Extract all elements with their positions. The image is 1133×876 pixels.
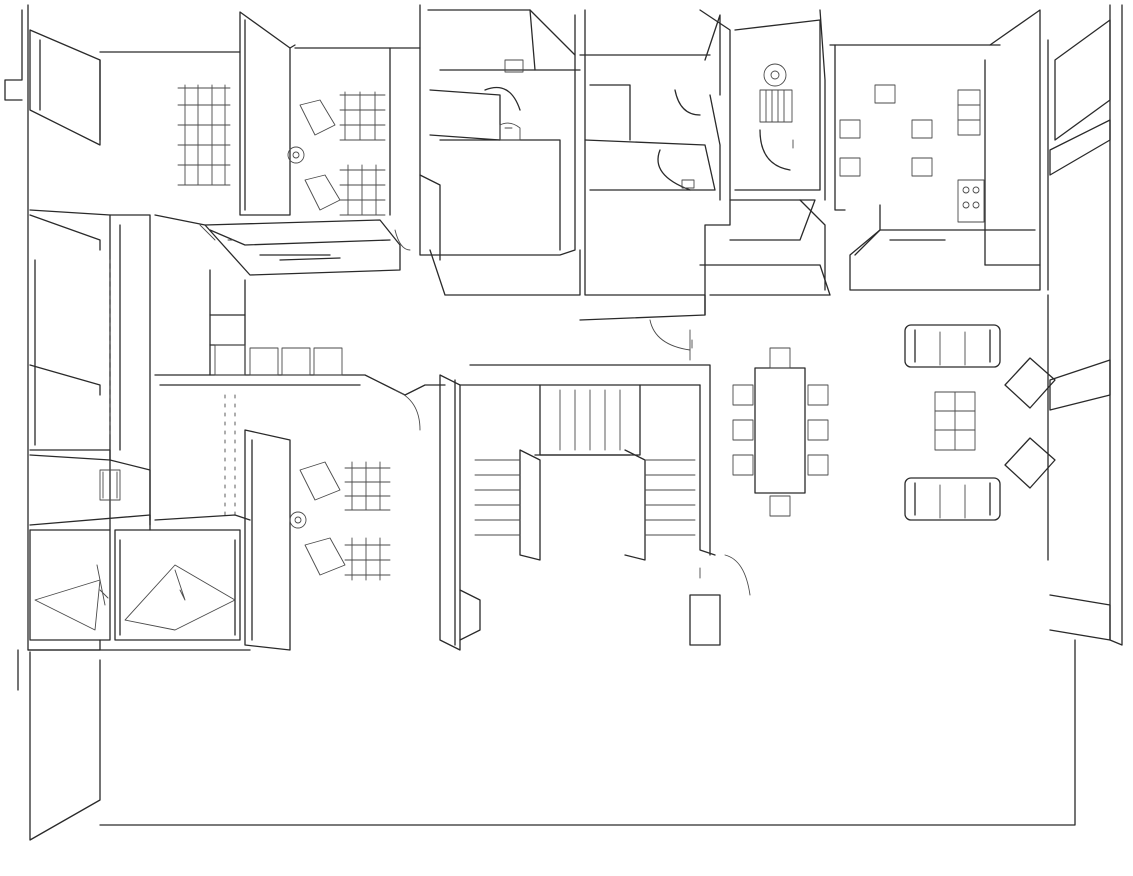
staircase-treads [474, 389, 696, 536]
hall-doors [199, 224, 751, 596]
bedroom-bottom-left [154, 429, 291, 651]
door-markers [227, 127, 794, 579]
left-shower-fixtures [34, 469, 236, 631]
hall-storage [154, 214, 446, 396]
bedroom-top-left-furniture [177, 84, 386, 216]
dining-table [754, 367, 806, 494]
kitchen [834, 9, 1041, 291]
bedroom-bottom-left-furniture [289, 461, 391, 581]
right-windows [1049, 19, 1111, 641]
dining-chairs [732, 347, 829, 517]
kitchen-furniture [839, 84, 985, 223]
storage-boxes [109, 259, 343, 521]
bathroom-top-right [579, 9, 831, 321]
building-outline [4, 4, 1123, 841]
bathroom-top-center [419, 4, 581, 296]
living-room [904, 324, 1056, 521]
staircase [439, 364, 721, 651]
bathroom-top-center-fixtures [499, 59, 524, 141]
living-room-details [934, 331, 976, 519]
bedroom-top-left [204, 11, 401, 276]
bathroom-top-right-fixtures [681, 63, 793, 189]
left-wing-walls [29, 29, 241, 641]
